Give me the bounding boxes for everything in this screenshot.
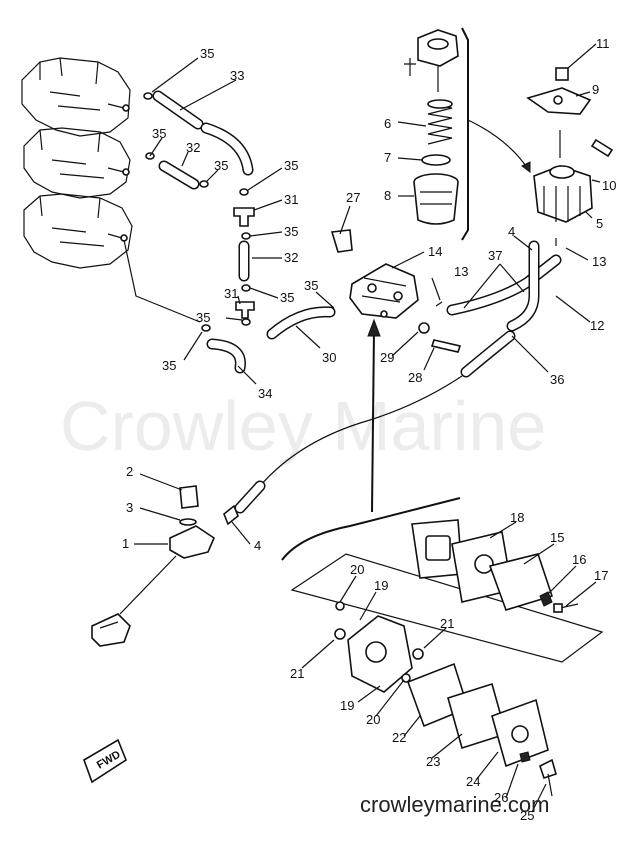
callout-36: 36 bbox=[550, 372, 564, 387]
callout-35-h: 35 bbox=[196, 310, 210, 325]
callout-19-a: 19 bbox=[374, 578, 388, 593]
callout-3: 3 bbox=[126, 500, 133, 515]
callout-35-g: 35 bbox=[304, 278, 318, 293]
assembly-arrow bbox=[259, 318, 463, 513]
callout-32-a: 32 bbox=[186, 140, 200, 155]
callout-20-a: 20 bbox=[350, 562, 364, 577]
callout-11: 11 bbox=[596, 36, 610, 51]
fuel-hoses-left bbox=[123, 90, 336, 374]
callout-35-f: 35 bbox=[280, 290, 294, 305]
clip-markers bbox=[143, 92, 251, 332]
callout-9: 9 bbox=[592, 82, 599, 97]
callout-35-i: 35 bbox=[162, 358, 176, 373]
callout-32-b: 32 bbox=[284, 250, 298, 265]
callout-18: 18 bbox=[510, 510, 524, 525]
callout-30: 30 bbox=[322, 350, 336, 365]
callout-4-a: 4 bbox=[508, 224, 515, 239]
callout-28: 28 bbox=[408, 370, 422, 385]
callout-23: 23 bbox=[426, 754, 440, 769]
callout-26: 26 bbox=[494, 790, 508, 805]
callout-35-e: 35 bbox=[284, 224, 298, 239]
primer-pump-lower-left bbox=[91, 480, 266, 647]
callout-31-a: 31 bbox=[284, 192, 298, 207]
callout-10: 10 bbox=[602, 178, 616, 193]
callout-4-b: 4 bbox=[254, 538, 261, 553]
callout-35-d: 35 bbox=[284, 158, 298, 173]
callout-25: 25 bbox=[520, 808, 534, 823]
callout-35-c: 35 bbox=[214, 158, 228, 173]
callout-6: 6 bbox=[384, 116, 391, 131]
carburetor-group bbox=[21, 57, 133, 269]
callout-33: 33 bbox=[230, 68, 244, 83]
leader-lines bbox=[134, 43, 601, 813]
callout-24: 24 bbox=[466, 774, 480, 789]
callout-8: 8 bbox=[384, 188, 391, 203]
callout-35-a: 35 bbox=[200, 46, 214, 61]
callout-37: 37 bbox=[488, 248, 502, 263]
filter-bracket-assembly bbox=[526, 67, 614, 223]
fuel-pump-mounted bbox=[330, 229, 462, 353]
callout-21-a: 21 bbox=[440, 616, 454, 631]
callout-14: 14 bbox=[428, 244, 442, 259]
callout-5: 5 bbox=[596, 216, 603, 231]
watermark-text: Crowley Marine bbox=[60, 387, 546, 465]
callout-7: 7 bbox=[384, 150, 391, 165]
pump-exploded-view bbox=[281, 497, 604, 797]
callout-16: 16 bbox=[572, 552, 586, 567]
callout-17: 17 bbox=[594, 568, 608, 583]
callout-19-b: 19 bbox=[340, 698, 354, 713]
callout-22: 22 bbox=[392, 730, 406, 745]
callout-21-b: 21 bbox=[290, 666, 304, 681]
callout-29: 29 bbox=[380, 350, 394, 365]
callout-1: 1 bbox=[122, 536, 129, 551]
fuel-filter-assembly bbox=[404, 27, 531, 241]
callout-34: 34 bbox=[258, 386, 272, 401]
callout-15: 15 bbox=[550, 530, 564, 545]
callout-35-b: 35 bbox=[152, 126, 166, 141]
callout-13-b: 13 bbox=[592, 254, 606, 269]
fwd-direction-tag: FWD bbox=[83, 738, 127, 784]
callout-20-b: 20 bbox=[366, 712, 380, 727]
callout-27: 27 bbox=[346, 190, 360, 205]
fuel-hoses-right bbox=[446, 238, 562, 378]
callout-2: 2 bbox=[126, 464, 133, 479]
callout-13-a: 13 bbox=[454, 264, 468, 279]
callout-labels: 35 33 35 32 35 35 31 35 32 31 35 35 35 3… bbox=[122, 36, 616, 823]
callout-12: 12 bbox=[590, 318, 604, 333]
footer-url: crowleymarine.com bbox=[360, 792, 550, 817]
callout-31-b: 31 bbox=[224, 286, 238, 301]
